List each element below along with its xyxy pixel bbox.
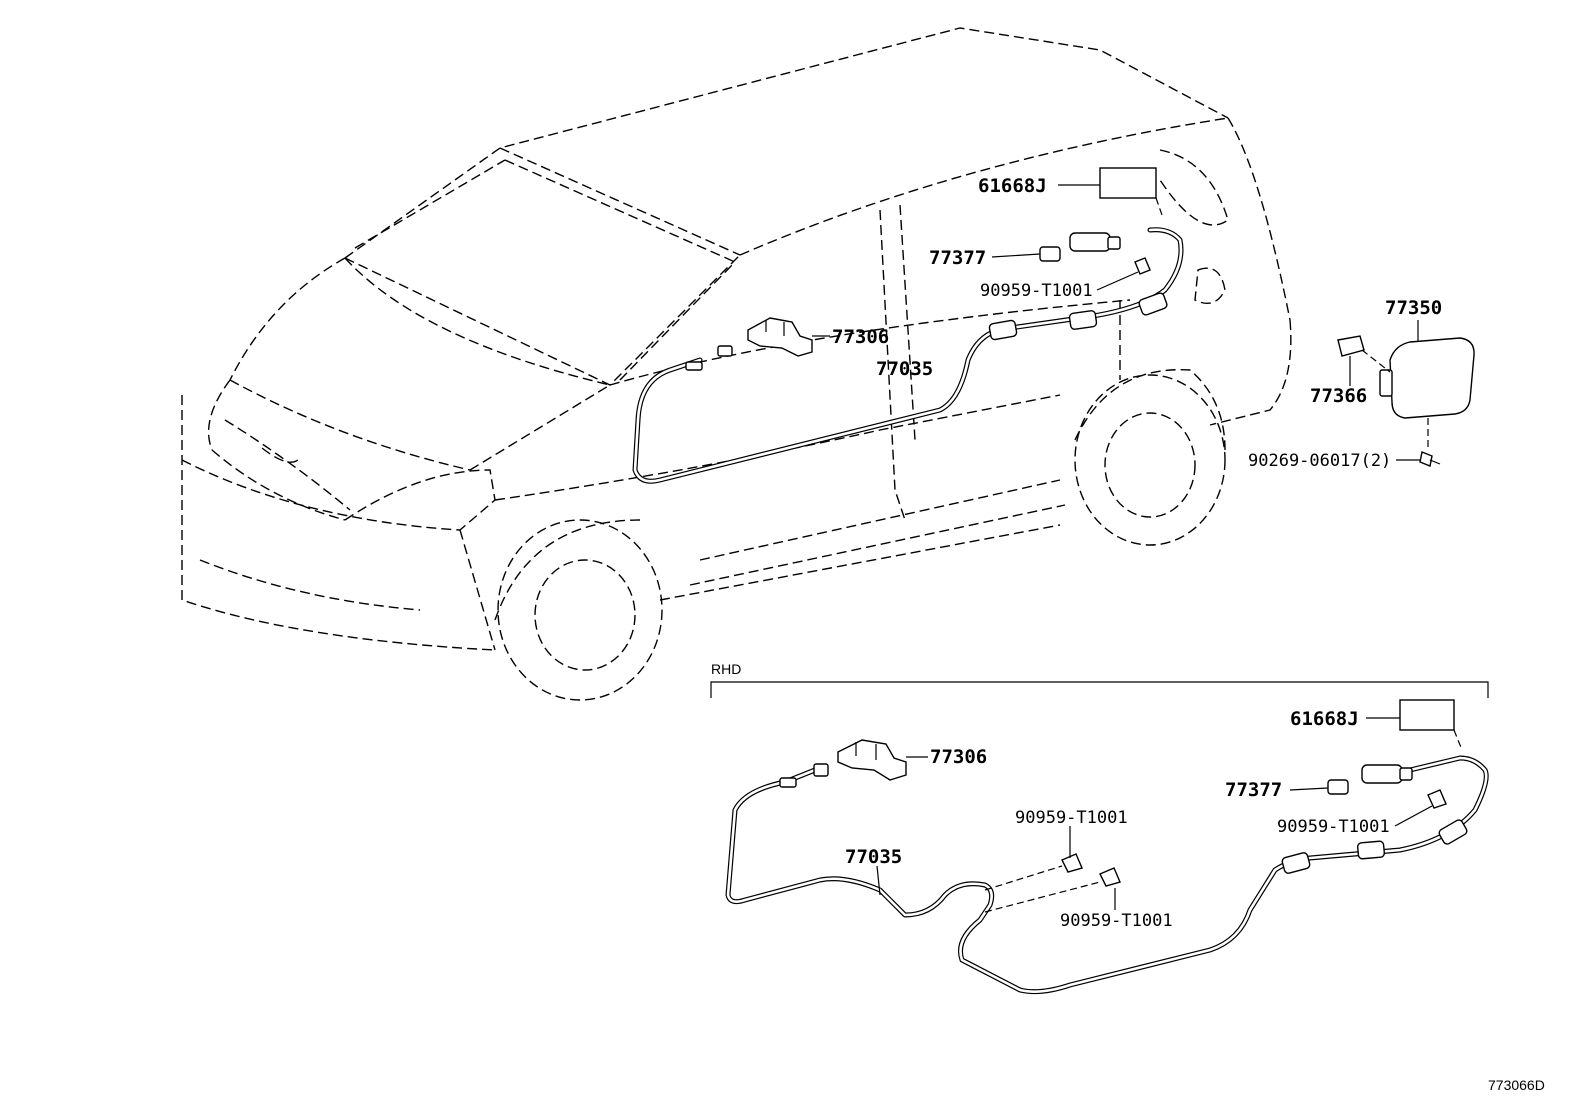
label-90959-rhd-a: 90959-T1001 — [1277, 817, 1390, 837]
label-77350: 77350 — [1385, 297, 1442, 319]
label-plate-61668J-top — [1099, 167, 1163, 216]
label-90269: 90269-06017(2) — [1248, 451, 1391, 471]
lock-cylinder-77377-top — [1039, 232, 1121, 262]
label-90959-rhd-b: 90959-T1001 — [1015, 808, 1128, 828]
label-77306-top: 77306 — [832, 326, 889, 348]
screw-90269 — [1419, 418, 1441, 467]
label-77035-top: 77035 — [876, 358, 933, 380]
hinge-77366 — [1337, 335, 1391, 373]
label-61668J-rhd: 61668J — [1290, 708, 1359, 730]
vehicle-outline — [181, 27, 1292, 701]
rhd-title: RHD — [711, 661, 741, 677]
label-61668J-top: 61668J — [978, 175, 1047, 197]
top-cable-77035 — [632, 227, 1184, 484]
clip-90959-top — [1134, 257, 1151, 275]
label-77377-rhd: 77377 — [1225, 779, 1282, 801]
top-callouts: 61668J 77377 90959-T1001 77306 77035 773… — [812, 175, 1442, 471]
opener-lever-77306-top — [747, 317, 813, 357]
label-77366: 77366 — [1310, 385, 1367, 407]
label-77377-top: 77377 — [929, 247, 986, 269]
label-77306-rhd: 77306 — [930, 746, 987, 768]
fuel-lid-77350 — [1379, 337, 1475, 419]
label-77035-rhd: 77035 — [845, 846, 902, 868]
rhd-callouts: 61668J 77306 77377 90959-T1001 90959-T10… — [845, 708, 1433, 931]
label-90959-top: 90959-T1001 — [980, 281, 1093, 301]
label-90959-rhd-c: 90959-T1001 — [1060, 911, 1173, 931]
diagram-code: 773066D — [1488, 1077, 1545, 1093]
rhd-section: RHD — [710, 661, 1489, 995]
